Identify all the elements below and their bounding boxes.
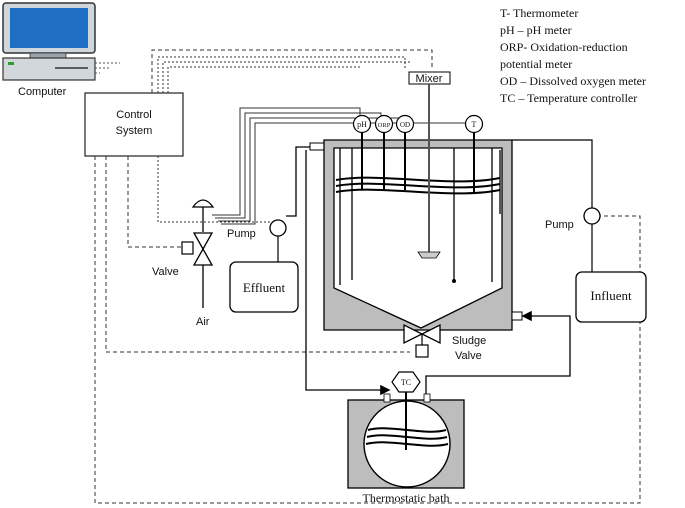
legend: T- Thermometer pH – pH meter ORP- Oxidat… <box>500 6 646 105</box>
probe-orp-label: ORP <box>378 122 391 129</box>
probe-thermometer <box>464 114 484 192</box>
thermostatic-label: Thermostatic bath <box>363 491 450 505</box>
sludge-label-line2: Valve <box>455 350 482 362</box>
legend-item: OD – Dissolved oxygen meter <box>500 74 646 88</box>
pump-right-label: Pump <box>545 219 574 231</box>
effluent-label: Effluent <box>243 280 286 295</box>
computer-icon <box>2 2 96 81</box>
valve-label: Valve <box>152 266 179 278</box>
influent-tank <box>575 271 647 323</box>
probe-orp <box>374 114 394 190</box>
computer-control-links <box>95 62 120 74</box>
signal-cables <box>94 49 641 504</box>
sludge-label-line1: Sludge <box>452 335 486 347</box>
sludge-valve-icon <box>403 323 441 358</box>
mixer-impeller <box>417 251 441 259</box>
probe-od <box>395 114 415 190</box>
legend-item: ORP- Oxidation-reduction <box>500 40 628 54</box>
pump-left-icon <box>269 219 287 237</box>
control-system-box <box>84 92 184 157</box>
mixer-label: Mixer <box>416 73 443 85</box>
pump-left-label: Pump <box>227 228 256 240</box>
probe-ph-label: pH <box>357 120 367 129</box>
reactor-internals <box>339 148 501 285</box>
air-label: Air <box>196 316 210 328</box>
air-valve-icon <box>181 199 215 308</box>
probe-t-label: T <box>472 120 477 129</box>
pump-right-icon <box>583 207 601 225</box>
probe-od-label: OD <box>400 121 410 129</box>
legend-item: potential meter <box>500 57 572 71</box>
tc-controller-icon <box>391 371 421 393</box>
computer-label: Computer <box>18 86 67 98</box>
control-label-line1: Control <box>116 109 151 121</box>
legend-item: pH – pH meter <box>500 23 572 37</box>
legend-item: T- Thermometer <box>500 6 578 20</box>
influent-label: Influent <box>590 288 632 303</box>
probe-ph <box>352 114 372 190</box>
legend-item: TC – Temperature controller <box>500 91 637 105</box>
tc-label: TC <box>401 378 411 387</box>
bath-liquid-level <box>365 427 449 447</box>
effluent-tank <box>229 261 299 313</box>
control-label-line2: System <box>116 125 153 137</box>
